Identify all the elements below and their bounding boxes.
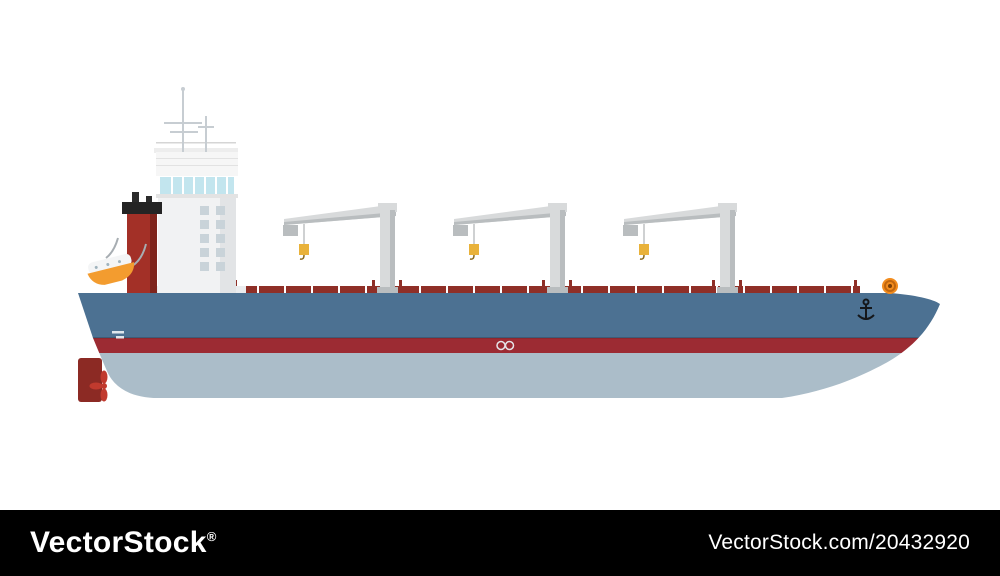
upper-hull (78, 293, 940, 338)
watermark-brand: VectorStock® (30, 526, 216, 560)
hull-emblem (496, 340, 515, 351)
crane-2 (452, 202, 569, 294)
crane-1 (282, 202, 399, 294)
rudder (78, 358, 102, 402)
brand-text: VectorStock (30, 526, 207, 559)
watermark-site-ref: VectorStock.com/20432920 (708, 531, 970, 554)
funnel (122, 192, 162, 293)
propeller-icon (89, 370, 108, 402)
exhaust-pipes (132, 192, 152, 204)
windows-grid (200, 206, 225, 271)
bridge (154, 142, 238, 198)
crane-3 (622, 202, 739, 294)
superstructure (150, 142, 246, 293)
watermark-bar: VectorStock® VectorStock.com/20432920 (0, 510, 1000, 576)
cargo-ship-illustration (78, 87, 940, 402)
lifeboat (87, 253, 135, 285)
hull (78, 293, 940, 398)
anchor-icon (857, 298, 875, 320)
bow-winch (882, 278, 898, 294)
mast (164, 87, 214, 152)
draft-marks (112, 331, 124, 339)
lower-hull (78, 353, 940, 398)
registered-mark: ® (206, 529, 217, 544)
bridge-windows (160, 177, 234, 194)
waterline-stripe (78, 338, 940, 353)
deck-hatches (232, 280, 860, 293)
